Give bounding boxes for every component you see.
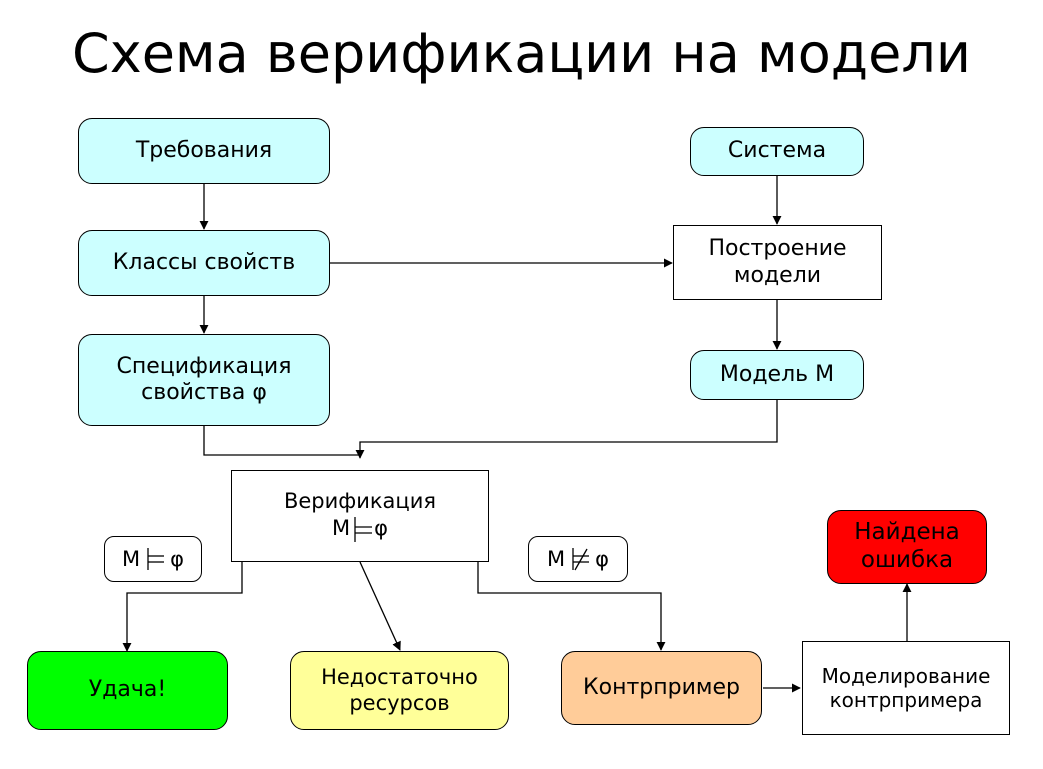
node-counterexample: Контрпример <box>561 651 762 725</box>
satisfies-left: М <box>122 547 141 571</box>
not-models-symbol-icon <box>572 548 590 571</box>
edge-spec-to-verification <box>203 426 360 456</box>
node-error-found-line-1: Найдена <box>854 519 960 546</box>
models-symbol-icon <box>354 516 373 542</box>
node-model: Модель М <box>690 350 864 400</box>
edge-model-to-verification <box>355 400 778 459</box>
node-model-label: Модель М <box>719 361 835 387</box>
satisfies-right: φ <box>170 547 184 571</box>
node-system-label: Система <box>727 138 827 164</box>
node-insufficient-line-1: Недостаточно <box>321 665 478 690</box>
edge-label-satisfies: М φ <box>104 536 202 582</box>
node-property-spec: Спецификация свойства φ <box>78 334 330 426</box>
verification-formula-right: φ <box>374 516 388 540</box>
node-counterexample-simulation: Моделирование контрпримера <box>802 641 1010 735</box>
node-insufficient-resources: Недостаточно ресурсов <box>290 651 509 730</box>
node-error-found: Найдена ошибка <box>827 510 987 584</box>
node-system: Система <box>690 127 864 176</box>
node-error-found-line-2: ошибка <box>860 547 954 573</box>
verification-formula: М φ <box>332 515 388 543</box>
edge-verification-to-insufficient <box>359 561 401 651</box>
node-verification: Верификация М φ <box>231 470 489 562</box>
not-satisfies-right: φ <box>595 547 609 571</box>
node-success-label: Удача! <box>88 677 167 703</box>
node-verification-label: Верификация <box>283 489 437 514</box>
not-satisfies-left: М <box>547 547 566 571</box>
verification-formula-left: М <box>332 516 351 540</box>
node-success: Удача! <box>27 651 228 730</box>
node-property-spec-line-1: Спецификация <box>116 353 292 379</box>
page-title: Схема верификации на модели <box>72 22 971 85</box>
edge-verification-to-success <box>122 562 243 652</box>
node-simulation-line-2: контрпримера <box>829 688 983 712</box>
edge-label-not-satisfies: М φ <box>528 536 628 582</box>
node-property-classes-label: Классы свойств <box>112 249 296 275</box>
models-symbol-icon <box>147 548 165 570</box>
node-property-classes: Классы свойств <box>78 230 330 296</box>
node-model-building: Построение модели <box>673 225 882 300</box>
node-requirements-label: Требования <box>135 137 273 163</box>
node-model-building-line-1: Построение <box>708 236 847 262</box>
edge-verification-to-counterexample <box>477 562 666 651</box>
node-requirements: Требования <box>78 118 330 184</box>
node-counterexample-label: Контрпример <box>583 674 740 700</box>
node-model-building-line-2: модели <box>733 262 822 288</box>
node-simulation-line-1: Моделирование <box>821 664 991 688</box>
node-property-spec-line-2: свойства φ <box>141 380 267 405</box>
node-insufficient-line-2: ресурсов <box>349 690 450 715</box>
